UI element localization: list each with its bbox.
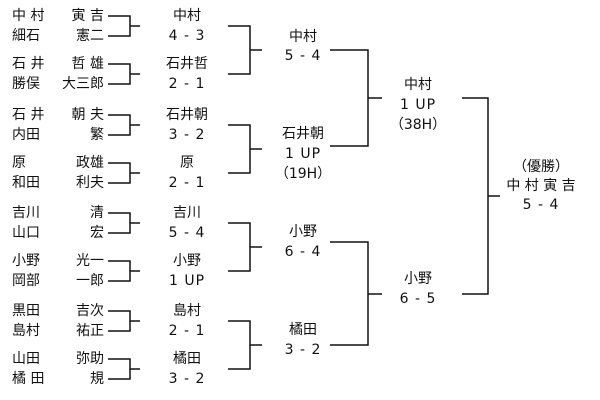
bracket-line-r1-8 xyxy=(108,358,140,380)
bracket-line-semi-2 xyxy=(330,241,382,346)
match-score: 1 UP xyxy=(284,146,322,162)
match-score: 3 - 2 xyxy=(284,342,322,358)
match-winner: 石井朝 xyxy=(166,107,208,123)
bracket-line-r1-7 xyxy=(108,310,140,332)
bracket-line-r1-2 xyxy=(108,63,140,85)
bracket-line-r1-4 xyxy=(108,162,140,184)
bracket-line-final xyxy=(462,97,500,295)
match-score: 6 - 5 xyxy=(399,291,437,307)
match-winner: 吉川 xyxy=(173,205,201,221)
match-winner: 橘田 xyxy=(289,322,317,338)
player-name: 内田繁 xyxy=(12,127,104,143)
bracket-line-r2-1 xyxy=(228,25,262,75)
match-extra: （19H） xyxy=(274,166,332,182)
player-name: 島村祐正 xyxy=(12,323,104,339)
match-score: 5 - 4 xyxy=(284,48,322,64)
match-winner: 島村 xyxy=(173,303,201,319)
player-name: 吉川清 xyxy=(12,205,104,221)
match-score: 3 - 2 xyxy=(168,371,206,387)
match-winner: 中村 xyxy=(289,29,317,45)
match-score: 2 - 1 xyxy=(168,175,206,191)
bracket-line-semi-1 xyxy=(330,49,382,147)
match-score: 1 UP xyxy=(399,97,437,113)
match-extra: （38H） xyxy=(389,117,447,133)
bracket-line-r1-3 xyxy=(108,114,140,136)
bracket-line-r2-2 xyxy=(228,124,262,174)
player-name: 石 井朝 夫 xyxy=(12,107,104,123)
match-winner: 中村 xyxy=(173,8,201,24)
player-name: 細石憲二 xyxy=(12,28,104,44)
match-score: 2 - 1 xyxy=(168,76,206,92)
match-score: 1 UP xyxy=(168,273,206,289)
bracket-line-r1-1 xyxy=(108,15,140,37)
player-name: 小野光一 xyxy=(12,253,104,269)
match-winner: 小野 xyxy=(289,224,317,240)
player-name: 中 村寅 吉 xyxy=(12,8,104,24)
player-name: 山田弥助 xyxy=(12,351,104,367)
match-winner: 小野 xyxy=(404,271,432,287)
bracket-line-r2-4 xyxy=(228,320,262,370)
match-winner: 原 xyxy=(180,155,194,171)
player-name: 黒田吉次 xyxy=(12,303,104,319)
match-winner: 中村 xyxy=(404,77,432,93)
champion-label: （優勝） xyxy=(513,159,569,175)
player-name: 和田利夫 xyxy=(12,175,104,191)
match-score: 5 - 4 xyxy=(168,225,206,241)
bracket-line-r2-3 xyxy=(228,222,262,272)
player-name: 山口宏 xyxy=(12,225,104,241)
match-winner: 小野 xyxy=(173,253,201,269)
player-name: 石 井哲 雄 xyxy=(12,56,104,72)
match-winner: 橘田 xyxy=(173,351,201,367)
player-name: 勝俣大三郎 xyxy=(12,76,104,92)
final-score: 5 - 4 xyxy=(522,197,560,213)
player-name: 橘 田規 xyxy=(12,371,104,387)
match-score: 3 - 2 xyxy=(168,127,206,143)
match-score: 2 - 1 xyxy=(168,323,206,339)
player-name: 岡部一郎 xyxy=(12,273,104,289)
match-score: 4 - 3 xyxy=(168,28,206,44)
player-name: 原政雄 xyxy=(12,155,104,171)
champion-name: 中 村 寅 吉 xyxy=(506,178,576,194)
match-winner: 石井朝 xyxy=(282,126,324,142)
bracket-line-r1-5 xyxy=(108,212,140,234)
match-winner: 石井哲 xyxy=(166,56,208,72)
match-score: 6 - 4 xyxy=(284,244,322,260)
bracket-line-r1-6 xyxy=(108,260,140,282)
